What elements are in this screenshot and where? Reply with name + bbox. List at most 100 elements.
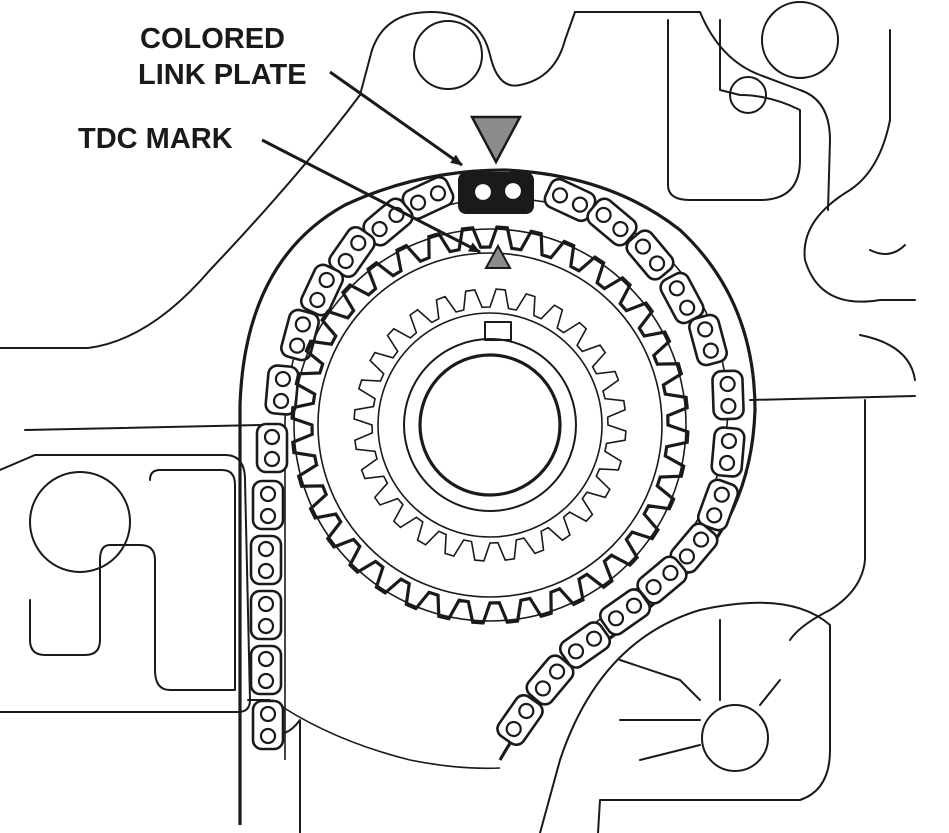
colored-plate-pin-right bbox=[502, 180, 524, 202]
chain-link bbox=[636, 555, 688, 605]
colored-link-plate-label-line1: COLORED bbox=[140, 23, 285, 55]
lower-right-bracket bbox=[539, 601, 831, 833]
housing-left-edge bbox=[0, 94, 361, 349]
chain-link bbox=[543, 177, 597, 223]
chain-link-pin bbox=[678, 548, 696, 565]
chain-link-pin bbox=[634, 238, 652, 255]
chain-link-pin bbox=[668, 280, 685, 297]
colored-link-plate-label-line2: LINK PLATE bbox=[138, 59, 307, 91]
chain-link-pin bbox=[648, 255, 666, 272]
sprocket-bore bbox=[418, 353, 562, 497]
chain-link-pin bbox=[259, 485, 277, 503]
chain-link bbox=[625, 229, 675, 281]
chain-link bbox=[299, 263, 345, 317]
chain-link bbox=[328, 225, 376, 279]
chain-lower-loop bbox=[271, 699, 501, 770]
chain-link-pin bbox=[337, 252, 354, 270]
chain-link-pin bbox=[309, 291, 326, 309]
chain-link-pin bbox=[595, 206, 612, 224]
chain-link-pin bbox=[263, 450, 281, 468]
colored-plate-pin-left bbox=[472, 181, 494, 203]
chain-link-pin bbox=[720, 432, 738, 450]
chain-link bbox=[401, 175, 455, 221]
chain-link-pin bbox=[645, 578, 662, 596]
housing-right-horizontal bbox=[749, 395, 916, 401]
chain-link-pin bbox=[429, 185, 447, 202]
crankshaft-sprocket bbox=[290, 225, 690, 625]
chain-link bbox=[249, 534, 283, 586]
sprocket-bore-outer bbox=[403, 338, 577, 512]
tdc-mark-label: TDC MARK bbox=[78, 123, 233, 155]
chain-link bbox=[525, 654, 575, 706]
sprocket-spline-teeth bbox=[353, 288, 627, 562]
chain-link-pin bbox=[548, 663, 566, 680]
chain-link bbox=[251, 699, 285, 751]
chain-link-pin bbox=[585, 630, 603, 647]
chain-link-pin bbox=[518, 702, 535, 720]
left-block-outline bbox=[0, 454, 251, 713]
chain-link-pin bbox=[625, 597, 643, 614]
tdc-mark-icon bbox=[484, 243, 512, 269]
chain-link-pin bbox=[697, 321, 714, 338]
chain-link-pin bbox=[679, 299, 696, 316]
left-bolt-hole bbox=[29, 471, 131, 573]
bracket-upper bbox=[667, 19, 801, 201]
upper-bolt-hole bbox=[413, 20, 483, 90]
chain-link-pin bbox=[409, 194, 427, 211]
bracket-hole bbox=[729, 76, 767, 114]
sprocket-outer-teeth bbox=[290, 225, 690, 625]
colored-link-plate-arrow bbox=[329, 70, 463, 167]
tdc-mark-arrow bbox=[261, 138, 481, 254]
chain-link-pin bbox=[259, 507, 277, 525]
chain-link-pin bbox=[702, 342, 719, 359]
chain-link bbox=[696, 478, 740, 532]
chain-link-pin bbox=[257, 540, 275, 558]
pump-mark-icon bbox=[469, 115, 523, 165]
chain-link bbox=[711, 369, 745, 421]
chain-links bbox=[249, 175, 746, 751]
chain-link-pin bbox=[259, 727, 277, 745]
chain-link-pin bbox=[567, 643, 585, 660]
chain-link-pin bbox=[257, 672, 275, 690]
chain-link-pin bbox=[257, 562, 275, 580]
chain-link-pin bbox=[371, 220, 388, 238]
sprocket-key-slot bbox=[484, 321, 512, 341]
housing-right-curve bbox=[803, 29, 916, 303]
chain-link-pin bbox=[719, 375, 736, 393]
chain-link-pin bbox=[350, 234, 367, 252]
chain-link bbox=[688, 313, 728, 367]
chain-link bbox=[264, 364, 300, 416]
colored-link-plate bbox=[458, 172, 534, 214]
chain-link bbox=[710, 426, 746, 478]
chain-link-pin bbox=[505, 720, 522, 738]
chain-link-pin bbox=[551, 187, 569, 204]
chain-link-pin bbox=[274, 370, 292, 388]
sprocket-hub-ring bbox=[377, 312, 603, 538]
chain-link-pin bbox=[607, 610, 625, 627]
chain-link-pin bbox=[713, 486, 730, 503]
chain-link-pin bbox=[612, 220, 629, 238]
left-block-pocket bbox=[29, 469, 236, 691]
chain-link bbox=[586, 197, 638, 247]
chain-link-pin bbox=[318, 271, 335, 289]
chain-link bbox=[558, 621, 612, 669]
chain-link bbox=[251, 479, 285, 531]
housing-left-horizontal bbox=[24, 424, 263, 431]
chain-link bbox=[598, 588, 652, 636]
timing-chain bbox=[238, 168, 757, 825]
upper-right-boss bbox=[761, 1, 839, 79]
chain-link-pin bbox=[706, 507, 723, 524]
housing-top-right bbox=[574, 11, 831, 211]
chain-link-pin bbox=[692, 531, 710, 548]
tensioner-arm bbox=[619, 619, 781, 761]
chain-link-pin bbox=[289, 337, 306, 354]
chain-link bbox=[496, 693, 544, 747]
sprocket-inner-ring bbox=[317, 252, 663, 598]
chain-link-pin bbox=[259, 705, 277, 723]
chain-link-pin bbox=[718, 454, 736, 472]
chain-link bbox=[249, 589, 283, 641]
chain-link bbox=[249, 644, 283, 696]
chain-link-pin bbox=[720, 397, 737, 415]
tensioner-bolt-hole bbox=[701, 704, 769, 772]
